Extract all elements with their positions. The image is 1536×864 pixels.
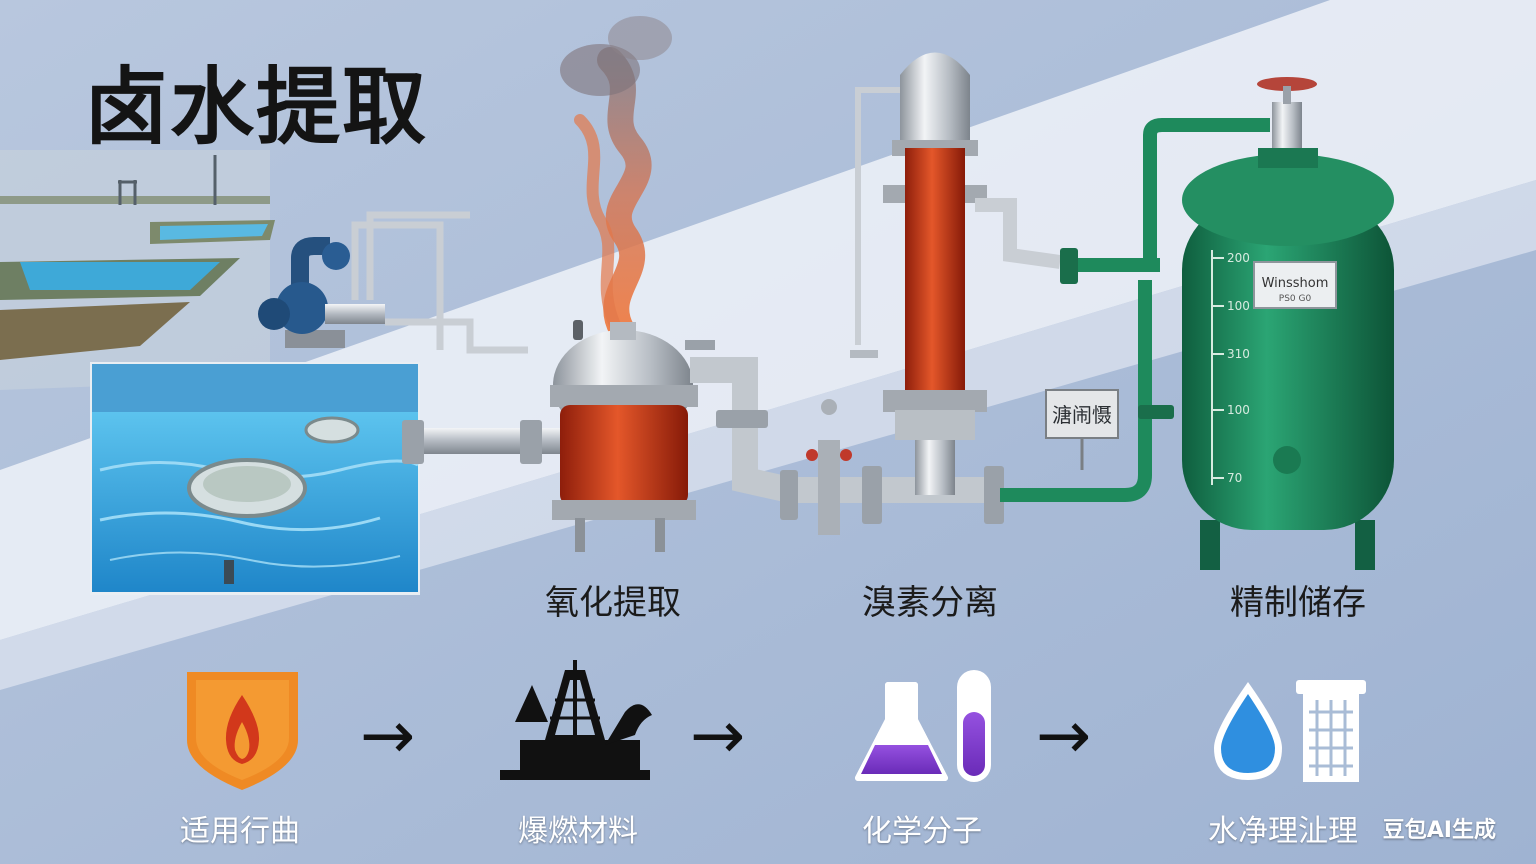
transfer-piping [685, 340, 1000, 503]
tank-gauge [1211, 250, 1224, 485]
pipe-flanges [716, 410, 1004, 524]
flow-arrow-1: → [360, 697, 415, 774]
bromine-separation-column [850, 52, 1061, 495]
flow-arrow-2: → [690, 697, 745, 774]
distant-brine-pools [0, 150, 275, 390]
oil-derrick-icon [500, 660, 652, 780]
gauge-mark-4: 70 [1227, 471, 1242, 485]
green-pipe-flanges [1060, 248, 1174, 419]
application-label-2: 爆燃材料 [518, 814, 638, 849]
tank-nameplate-line1: Winsshom [1262, 276, 1329, 291]
water-filter-icon [1214, 680, 1366, 782]
stage-label-separation: 溴素分离 [862, 583, 998, 623]
fire-shield-icon [187, 672, 298, 790]
gauge-mark-3: 100 [1227, 403, 1250, 417]
gauge-mark-2: 310 [1227, 347, 1250, 361]
lab-glassware-icon [855, 670, 991, 782]
pump-piping [351, 211, 528, 354]
tank-nameplate-line2: PS0 G0 [1279, 294, 1312, 304]
page-title: 卤水提取 [84, 58, 429, 156]
smoke-plume [560, 16, 672, 343]
flow-arrow-3: → [1036, 697, 1091, 774]
watermark: 豆包AI生成 [1382, 818, 1496, 843]
side-sign: 溏闹慑 [1045, 389, 1119, 470]
brine-pool [90, 362, 420, 595]
gauge-mark-1: 100 [1227, 299, 1250, 313]
storage-tank: Winsshom PS0 G0 200 100 310 100 70 [1182, 77, 1394, 570]
side-sign-text: 溏闹慑 [1052, 403, 1112, 427]
pump [258, 237, 385, 348]
green-piping [1000, 118, 1270, 502]
stage-label-oxidation: 氧化提取 [545, 583, 681, 623]
gauge-mark-0: 200 [1227, 251, 1250, 265]
application-label-1: 适用行曲 [180, 814, 300, 849]
feed-pipe [402, 420, 565, 464]
oxidation-reactor [550, 320, 698, 552]
application-label-3: 化学分子 [862, 814, 982, 849]
valve-assembly [806, 399, 852, 535]
application-label-4: 水净理沚理 [1208, 814, 1358, 849]
stage-label-storage: 精制储存 [1230, 583, 1366, 623]
